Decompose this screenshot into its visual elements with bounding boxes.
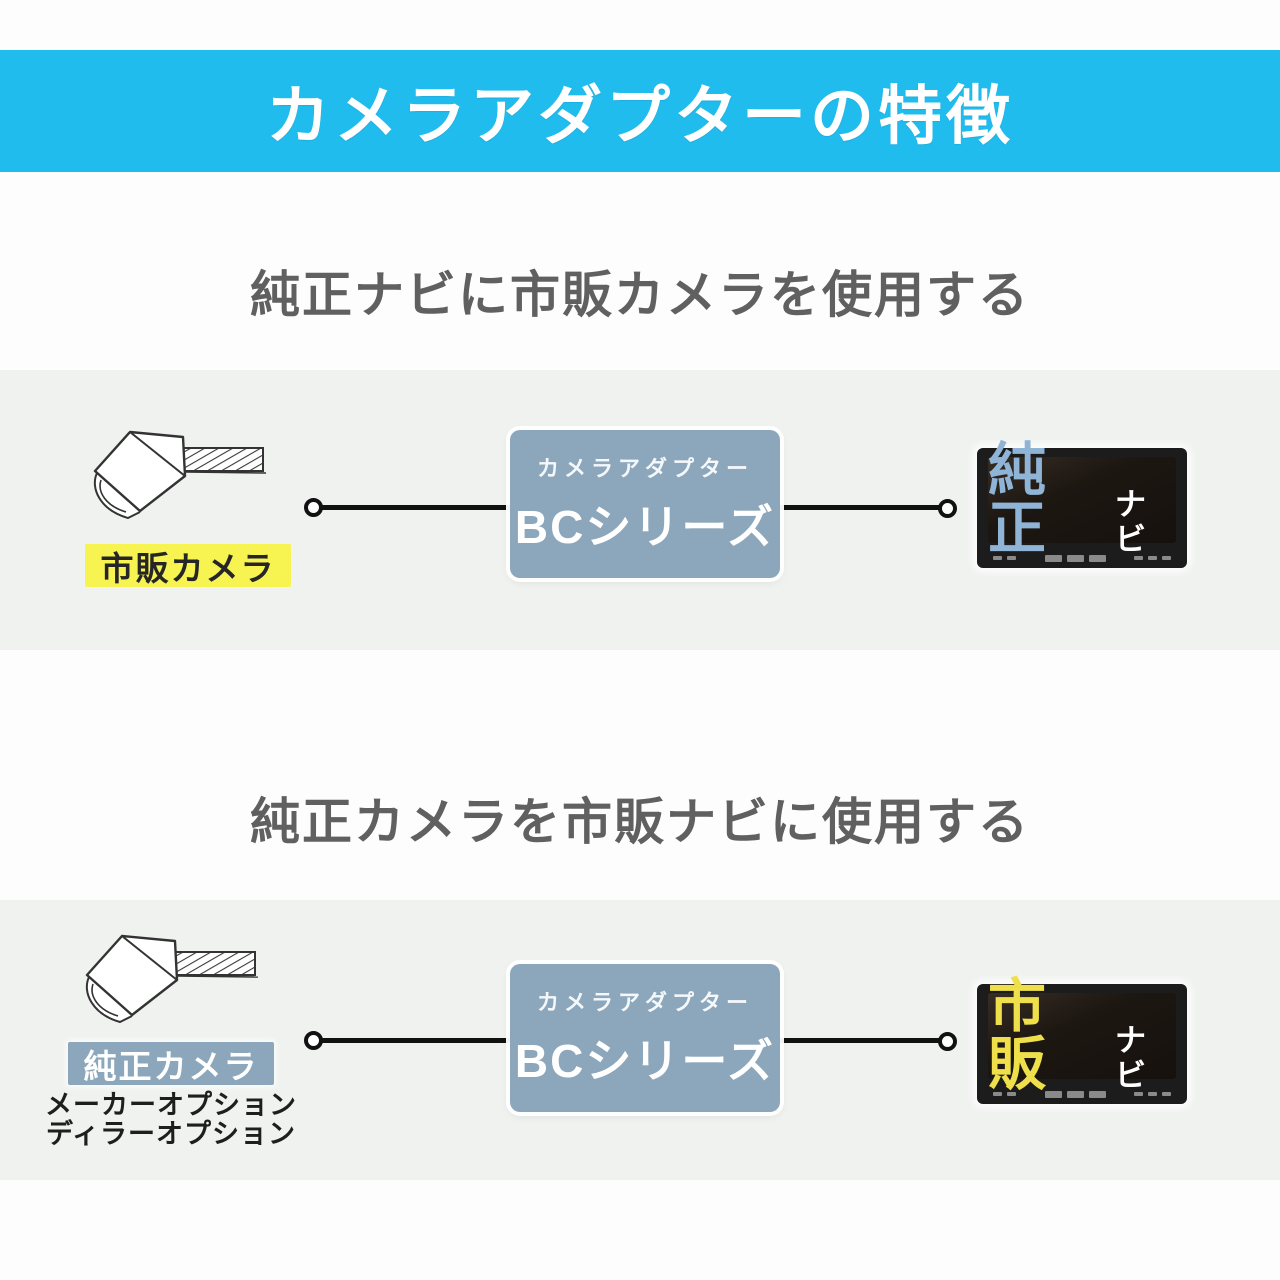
- rear-camera-icon: [85, 934, 259, 1023]
- header-banner: カメラアダプターの特徴: [0, 50, 1280, 172]
- adapter-label-small: カメラアダプター: [536, 456, 753, 481]
- connector-line: [780, 1038, 939, 1043]
- note-line: メーカーオプション: [45, 1090, 297, 1120]
- connector-line: [321, 1038, 511, 1043]
- connector-node-icon: [938, 499, 957, 518]
- nav-highlight-text: 純正: [988, 438, 1049, 561]
- adapter-label-big: BCシリーズ: [514, 501, 776, 553]
- nav-button-row: [977, 553, 1187, 563]
- camera-label-aftermarket: 市販カメラ: [85, 544, 291, 587]
- nav-suffix-text: ナビ: [1115, 486, 1147, 558]
- connector-line: [321, 505, 511, 510]
- section-2-title: 純正カメラを市販ナビに使用する: [250, 794, 1030, 850]
- nav-suffix-text: ナビ: [1115, 1022, 1147, 1094]
- camera-option-notes: メーカーオプション ディラーオプション: [40, 1091, 302, 1149]
- note-line: ディラーオプション: [45, 1119, 297, 1149]
- nav-unit-aftermarket: 市販 ナビ: [977, 978, 1187, 1104]
- connector-line: [780, 505, 939, 510]
- rear-camera-icon: [93, 430, 267, 519]
- adapter-label-small: カメラアダプター: [536, 990, 753, 1015]
- nav-unit-oem: 純正 ナビ: [977, 442, 1187, 568]
- camera-label-text: 純正カメラ: [83, 1047, 259, 1085]
- camera-label-oem: 純正カメラ: [68, 1042, 274, 1085]
- nav-screen: 市販 ナビ: [988, 978, 1176, 1094]
- nav-button-row: [977, 1089, 1187, 1099]
- nav-highlight-text: 市販: [988, 974, 1049, 1097]
- adapter-box: カメラアダプター BCシリーズ: [510, 964, 780, 1112]
- adapter-box: カメラアダプター BCシリーズ: [510, 430, 780, 578]
- connector-node-icon: [938, 1032, 957, 1051]
- section-1-title: 純正ナビに市販カメラを使用する: [250, 267, 1030, 323]
- nav-screen: 純正 ナビ: [988, 442, 1176, 558]
- camera-label-text: 市販カメラ: [100, 549, 276, 587]
- adapter-label-big: BCシリーズ: [514, 1035, 776, 1087]
- page-title: カメラアダプターの特徴: [266, 80, 1014, 152]
